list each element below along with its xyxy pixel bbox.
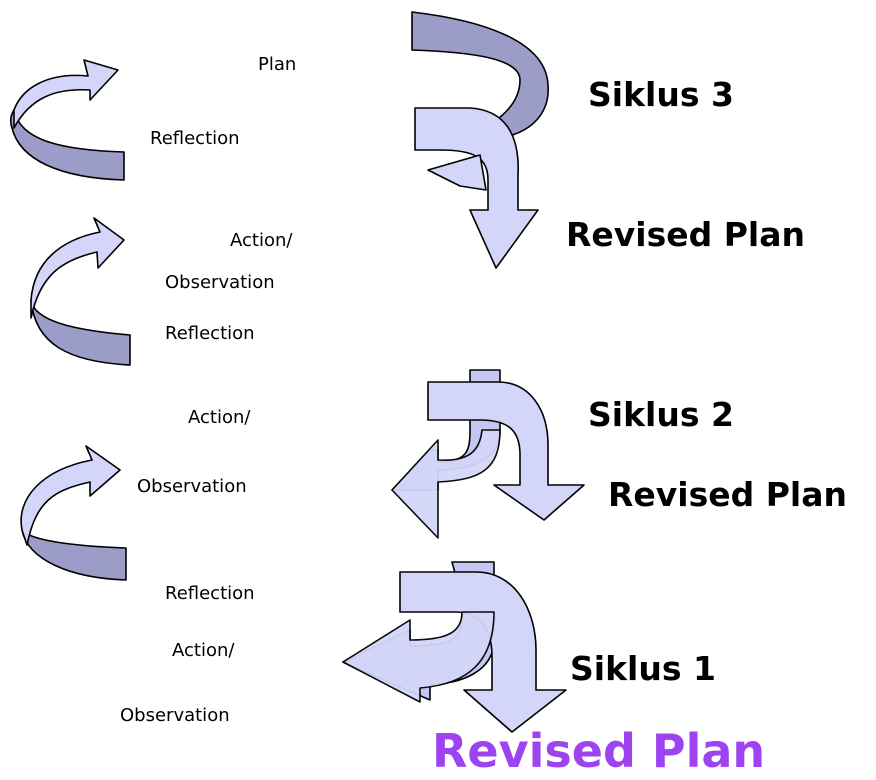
curved-arrow-bottom-left	[20, 445, 127, 581]
label-observation-cycle-1-upper: Observation	[137, 476, 247, 497]
revised-plan-cycle-1: Revised Plan	[432, 724, 766, 778]
label-action-cycle-1-upper: Action/	[188, 407, 251, 428]
curved-arrow-top-left	[9, 59, 125, 181]
label-action-cycle-1-lower: Action/	[172, 640, 235, 661]
title-siklus-1: Siklus 1	[570, 649, 716, 688]
label-reflection-cycle-2: Reflection	[165, 323, 255, 344]
revised-plan-cycle-2: Revised Plan	[608, 475, 848, 514]
label-plan: Plan	[258, 54, 297, 75]
revised-plan-cycle-3: Revised Plan	[566, 215, 806, 254]
label-reflection-cycle-3: Reflection	[150, 128, 240, 149]
label-reflection-cycle-1: Reflection	[165, 583, 255, 604]
title-siklus-2: Siklus 2	[588, 395, 734, 434]
label-observation-cycle-2: Observation	[165, 272, 275, 293]
label-observation-cycle-1-lower: Observation	[120, 705, 230, 726]
cycle-1-arrow	[342, 561, 567, 733]
label-action-cycle-2: Action/	[230, 230, 293, 251]
cycle-3-arrow	[411, 11, 549, 269]
title-siklus-3: Siklus 3	[588, 75, 734, 114]
cycle-2-arrow	[391, 369, 585, 539]
curved-arrow-middle-left	[30, 217, 131, 366]
